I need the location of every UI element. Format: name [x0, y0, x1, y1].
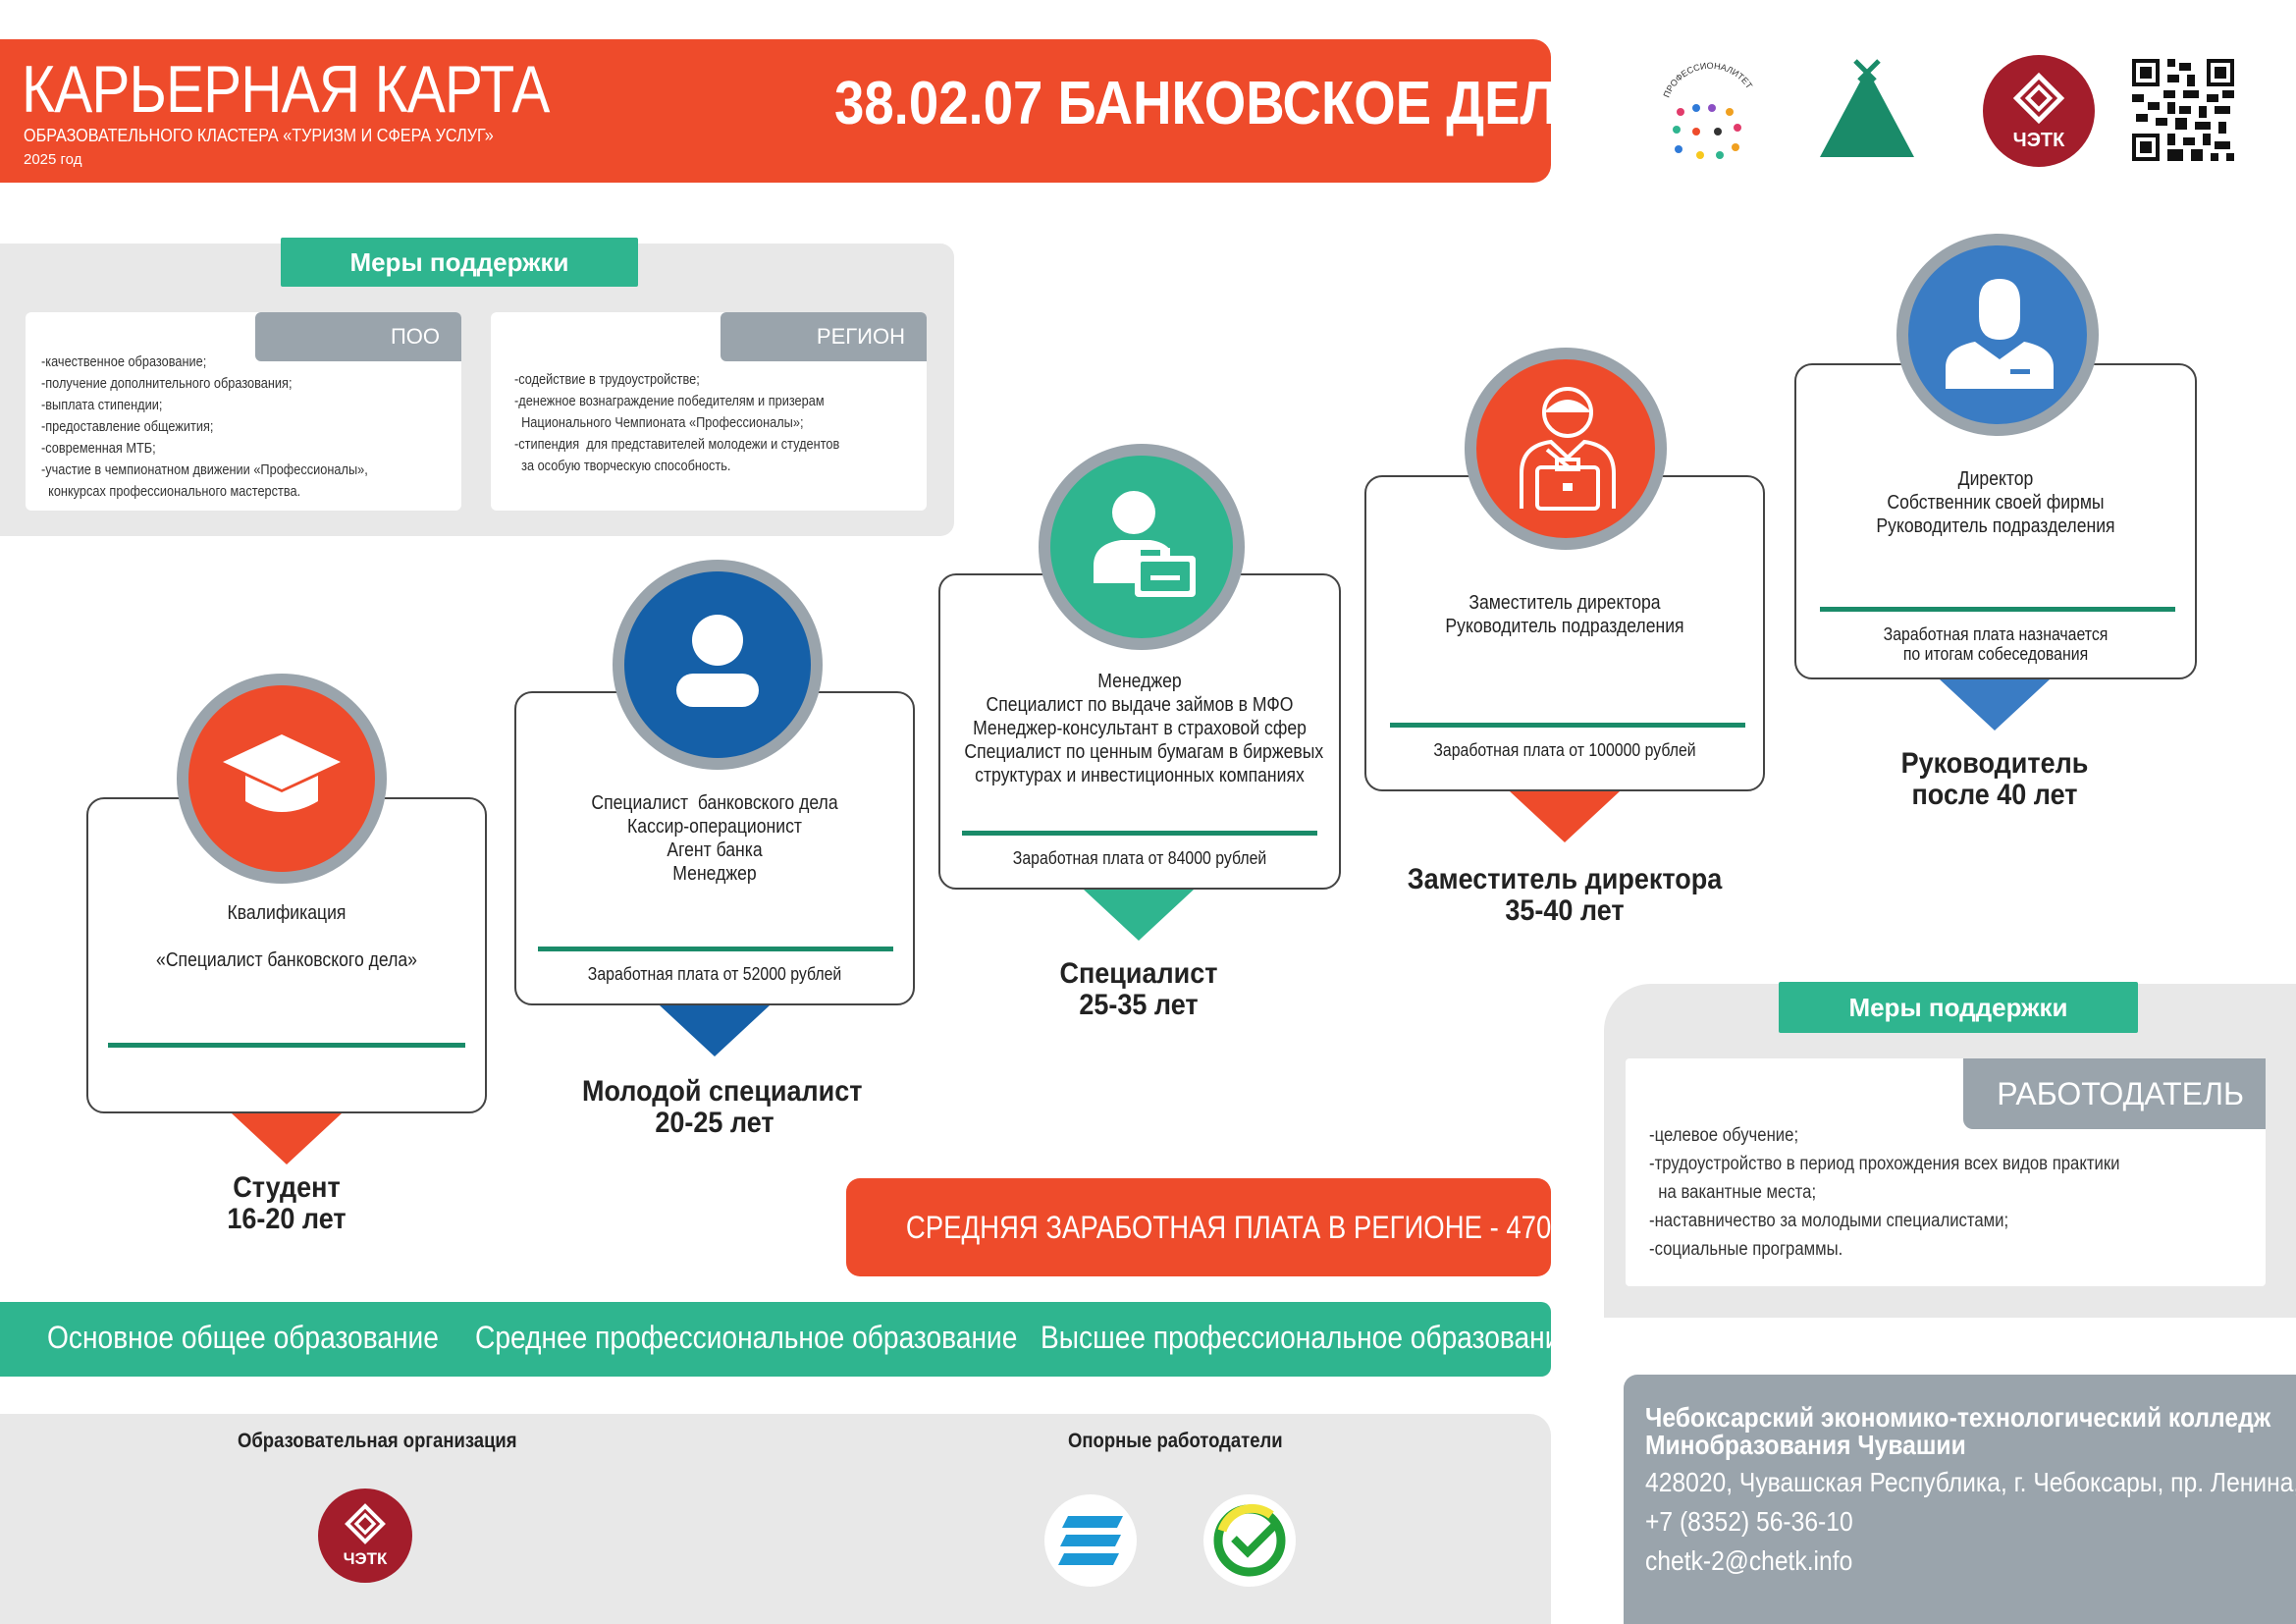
professionalitet-logo: ПРОФЕССИОНАЛИТЕТ	[1649, 59, 1767, 167]
specialty-title: 38.02.07 БАНКОВСКОЕ ДЕЛО	[834, 70, 1600, 137]
stage-card-student: Квалификация «Специалист банковского дел…	[86, 797, 487, 1113]
region-tag: РЕГИОН	[721, 312, 927, 361]
stage-positions: Квалификация «Специалист банковского дел…	[156, 902, 417, 971]
stage-circle-student	[177, 674, 387, 884]
stage-label-director: Руководитель после 40 лет	[1900, 747, 2089, 811]
edu-basic: Основное общее образование	[47, 1320, 439, 1355]
employer-logo-stripes	[1044, 1494, 1137, 1587]
stage-pointer-deputy	[1510, 791, 1620, 842]
stage-card-deputy: Заместитель директора Руководитель подра…	[1364, 475, 1765, 791]
stage-salary: Заработная плата назначается по итогам с…	[1883, 624, 2109, 664]
user-icon	[624, 571, 811, 758]
page-subtitle: ОБРАЗОВАТЕЛЬНОГО КЛАСТЕРА «ТУРИЗМ И СФЕР…	[24, 126, 494, 145]
employer-tag: РАБОТОДАТЕЛЬ	[1963, 1058, 2266, 1129]
stage-label-young-specialist: Молодой специалист 20-25 лет	[582, 1075, 863, 1139]
edu-higher: Высшее профессиональное образование	[1041, 1320, 1576, 1355]
edu-secondary: Среднее профессиональное образование	[475, 1320, 1018, 1355]
college-address: 428020, Чувашская Республика, г. Чебокса…	[1645, 1467, 2296, 1497]
org-chetk-logo-text: ЧЭТК	[343, 1549, 388, 1568]
qr-code-icon[interactable]	[2132, 59, 2234, 161]
badge-user-icon	[1050, 456, 1233, 638]
header-bar: КАРЬЕРНАЯ КАРТА ОБРАЗОВАТЕЛЬНОГО КЛАСТЕР…	[0, 39, 1599, 183]
page-year: 2025 год	[24, 151, 82, 168]
page-title: КАРЬЕРНАЯ КАРТА	[22, 52, 550, 127]
stage-positions: Директор Собственник своей фирмы Руковод…	[1876, 468, 2115, 537]
stage-pointer-student	[232, 1113, 342, 1164]
stage-circle-director	[1896, 234, 2099, 436]
stage-salary: Заработная плата от 84000 рублей	[1012, 848, 1267, 868]
college-email[interactable]: chetk-2@chetk.info	[1645, 1545, 1853, 1576]
stage-circle-young-specialist	[613, 560, 823, 770]
stage-salary: Заработная плата от 100000 рублей	[1433, 740, 1696, 760]
employer-list: -целевое обучение; -трудоустройство в пе…	[1649, 1125, 2120, 1260]
stage-label-student: Студент 16-20 лет	[227, 1171, 347, 1235]
college-name: Чебоксарский экономико-технологический к…	[1645, 1402, 2271, 1460]
stage-divider	[108, 1043, 465, 1048]
stage-divider	[1390, 723, 1745, 728]
stage-label-deputy: Заместитель директора 35-40 лет	[1407, 863, 1723, 927]
stage-divider	[962, 831, 1317, 836]
stage-circle-deputy	[1465, 348, 1667, 550]
businessman-icon	[1908, 245, 2087, 424]
stage-salary: Заработная плата от 52000 рублей	[587, 964, 842, 984]
org-title: Образовательная организация	[238, 1430, 517, 1452]
college-info-panel: Чебоксарский экономико-технологический к…	[1624, 1375, 2296, 1624]
college-phone[interactable]: +7 (8352) 56-36-10	[1645, 1506, 1853, 1537]
stage-label-specialist: Специалист 25-35 лет	[1059, 957, 1218, 1021]
stage-pointer-young-specialist	[660, 1005, 770, 1056]
stage-pointer-director	[1940, 679, 2050, 731]
employer-card: РАБОТОДАТЕЛЬ -целевое обучение; -трудоус…	[1626, 1058, 2266, 1286]
tent-logo	[1816, 59, 1918, 163]
average-salary-banner: СРЕДНЯЯ ЗАРАБОТНАЯ ПЛАТА В РЕГИОНЕ - 470…	[846, 1178, 1640, 1276]
stage-divider	[1820, 607, 2175, 612]
chetk-logo: ЧЭТК	[1983, 55, 2095, 167]
chetk-logo-text: ЧЭТК	[2012, 130, 2065, 151]
stage-divider	[538, 947, 893, 951]
stage-positions: Менеджер Специалист по выдаче займов в М…	[964, 671, 1324, 786]
stage-positions: Специалист банковского дела Кассир-опера…	[591, 792, 838, 885]
stage-pointer-specialist	[1084, 890, 1194, 941]
bottom-panel: Образовательная организация Опорные рабо…	[0, 1414, 1551, 1624]
stage-circle-specialist	[1039, 444, 1245, 650]
svg-text:ПРОФЕССИОНАЛИТЕТ: ПРОФЕССИОНАЛИТЕТ	[1662, 61, 1755, 99]
worker-briefcase-icon	[1476, 359, 1655, 538]
graduation-cap-icon	[188, 685, 375, 872]
org-chetk-logo: ЧЭТК	[318, 1489, 412, 1583]
prof-logo-text: ПРОФЕССИОНАЛИТЕТ	[1662, 61, 1755, 99]
poo-tag: ПОО	[255, 312, 461, 361]
education-bar: Основное общее образование Среднее профе…	[0, 1302, 1575, 1377]
average-salary-text: СРЕДНЯЯ ЗАРАБОТНАЯ ПЛАТА В РЕГИОНЕ - 470…	[905, 1210, 1641, 1245]
region-list: -содействие в трудоустройстве; -денежное…	[514, 372, 840, 474]
employer-logo-sber	[1203, 1494, 1296, 1587]
stage-positions: Заместитель директора Руководитель подра…	[1445, 592, 1684, 637]
poo-card: ПОО -качественное образование; -получени…	[26, 312, 461, 511]
region-card: РЕГИОН -содействие в трудоустройстве; -д…	[491, 312, 927, 511]
support-title-left: Меры поддержки	[281, 238, 638, 287]
poo-list: -качественное образование; -получение до…	[41, 354, 368, 500]
employers-title: Опорные работодатели	[1068, 1430, 1283, 1452]
support-title-right: Меры поддержки	[1779, 982, 2138, 1033]
